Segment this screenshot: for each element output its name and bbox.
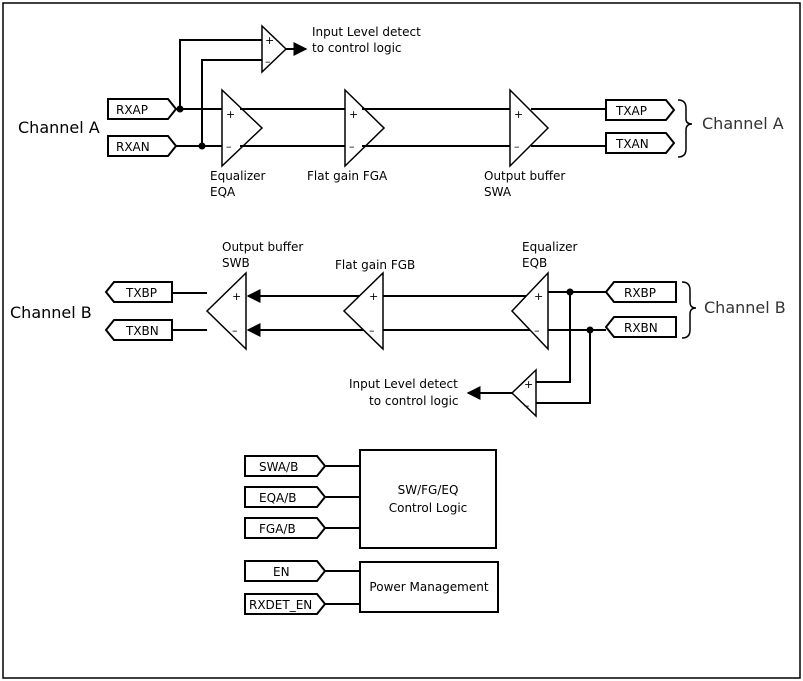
pin-en [244, 560, 327, 582]
eqa-plus-sign: + [226, 108, 235, 121]
wire-detect-a-minus [201, 59, 262, 146]
equalizer-eqa [221, 88, 264, 168]
detect-b-minus-sign: – [524, 399, 530, 412]
control-logic-block [359, 449, 497, 549]
pin-txan-label: TXAN [615, 137, 649, 151]
swa-label-line1: Output buffer [484, 169, 565, 183]
swb-plus-sign: + [232, 290, 241, 303]
pin-rxbp-label: RXBP [624, 286, 656, 300]
power-management-section: EN RXDET_EN Power Management [244, 560, 499, 615]
pin-txbn-label: TXBN [125, 324, 159, 338]
pin-rxbn [604, 316, 677, 338]
pin-rxdet-en-label: RXDET_EN [249, 598, 312, 612]
eqb-label-line2: EQB [522, 256, 547, 270]
detect-a-minus-sign: – [265, 55, 271, 68]
pin-rxap-label: RXAP [116, 103, 148, 117]
equalizer-eqb [510, 271, 549, 351]
eqa-label-line1: Equalizer [210, 169, 266, 183]
fgb-minus-sign: – [369, 324, 375, 337]
eqb-label-line1: Equalizer [522, 240, 578, 254]
pin-rxan [107, 135, 178, 157]
swa-label-line2: SWA [484, 185, 512, 199]
power-management-block [359, 561, 499, 613]
eqa-minus-sign: – [226, 140, 232, 153]
swb-label-line1: Output buffer [222, 240, 303, 254]
fga-plus-sign: + [349, 108, 358, 121]
pin-rxan-label: RXAN [116, 140, 150, 154]
control-logic-section: SWA/B EQA/B FGA/B SW/FG/EQ Control Logic [244, 449, 497, 549]
detect-a-plus-sign: + [265, 34, 274, 47]
channel-b-left-label: Channel B [10, 303, 92, 322]
eqb-minus-sign: – [534, 324, 540, 337]
channel-b: Channel B TXBP TXBN + – Output buffer SW… [10, 240, 786, 418]
pin-rxbp [604, 281, 677, 303]
fga-label: Flat gain FGA [307, 169, 388, 183]
pin-en-label: EN [273, 565, 290, 579]
eqa-label-line2: EQA [210, 185, 236, 199]
detect-comparator-a [261, 24, 288, 74]
pin-rxbn-label: RXBN [624, 321, 658, 335]
pin-rxap [107, 98, 178, 120]
pin-swa-b [244, 455, 327, 477]
pin-txbp-label: TXBP [125, 286, 157, 300]
pin-swa-b-label: SWA/B [259, 460, 298, 474]
swa-plus-sign: + [514, 108, 523, 121]
channel-b-right-label: Channel B [704, 298, 786, 317]
detect-a-label-line2: to control logic [312, 41, 402, 55]
pin-eqa-b [244, 486, 327, 508]
fga-minus-sign: – [349, 140, 355, 153]
channel-a-right-label: Channel A [702, 114, 784, 133]
pin-fga-b-label: FGA/B [259, 522, 296, 536]
power-management-label: Power Management [369, 580, 488, 594]
pin-txap-label: TXAP [615, 104, 647, 118]
wire-detect-a-plus [179, 39, 262, 109]
swa-minus-sign: – [514, 140, 520, 153]
wire-detect-b-plus [536, 292, 571, 383]
eqb-plus-sign: + [534, 290, 543, 303]
flat-gain-fgb [342, 271, 384, 351]
output-buffer-swb [205, 271, 247, 351]
fgb-plus-sign: + [369, 290, 378, 303]
fgb-label: Flat gain FGB [335, 258, 415, 272]
flat-gain-fga [344, 88, 386, 168]
pin-fga-b [244, 517, 327, 539]
control-logic-label-line2: Control Logic [389, 501, 468, 515]
swb-minus-sign: – [232, 324, 238, 337]
wire-detect-b-minus [536, 330, 591, 404]
channel-a-left-label: Channel A [18, 118, 100, 137]
channel-a: Channel A RXAP RXAN + – Input Level dete… [18, 24, 784, 199]
pin-txan [605, 132, 676, 154]
pin-eqa-b-label: EQA/B [259, 491, 297, 505]
detect-b-plus-sign: + [524, 378, 533, 391]
detect-a-label-line1: Input Level detect [312, 25, 421, 39]
output-buffer-swa [509, 88, 550, 168]
swb-label-line2: SWB [222, 256, 250, 270]
pin-txap [605, 99, 676, 121]
control-logic-label-line1: SW/FG/EQ [398, 483, 459, 497]
detect-b-label-line2: to control logic [369, 394, 459, 408]
channel-b-brace [681, 281, 697, 339]
pin-rxdet-en [244, 593, 327, 615]
channel-a-brace [677, 99, 693, 158]
detect-comparator-b [510, 368, 537, 418]
detect-b-label-line1: Input Level detect [349, 377, 458, 391]
